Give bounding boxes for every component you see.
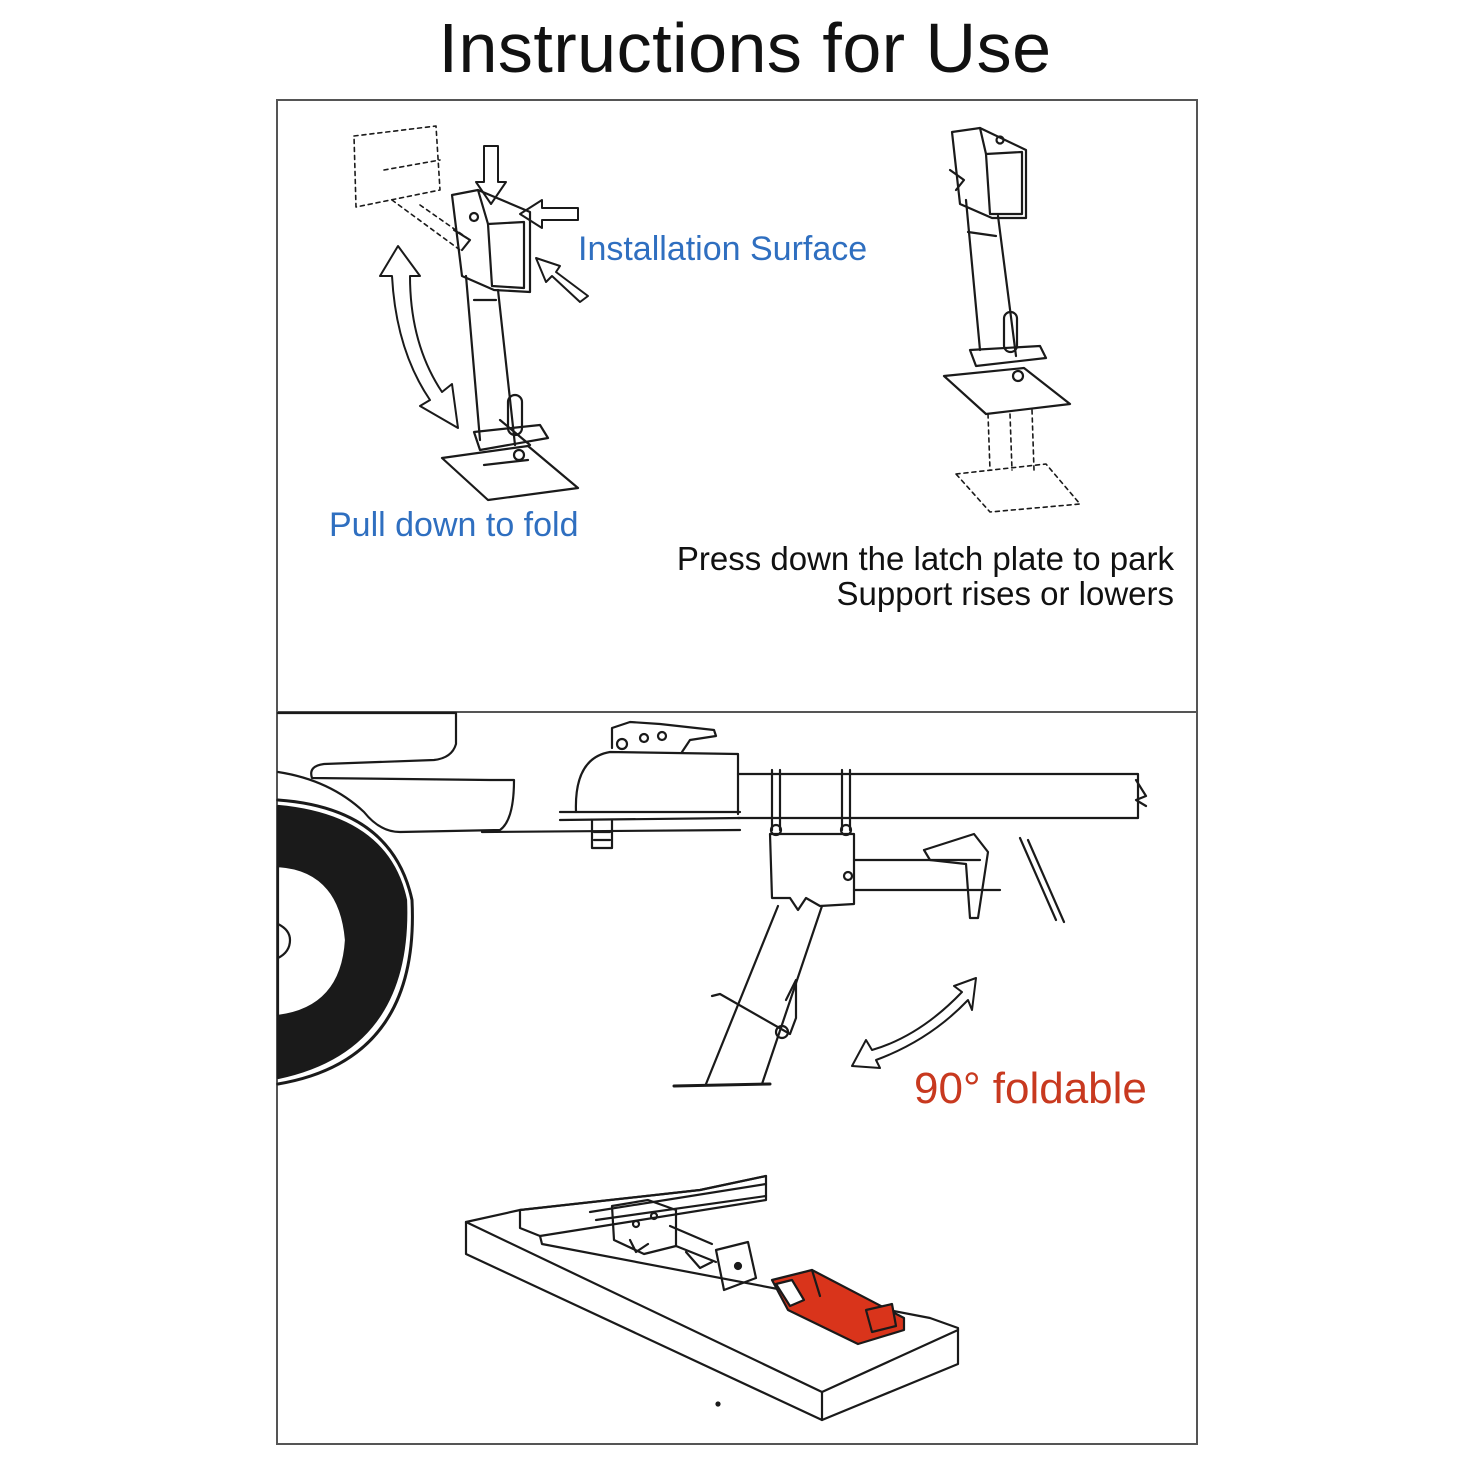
folded-frame-illustration — [464, 1174, 960, 1422]
foldable-label: 90° foldable — [914, 1064, 1147, 1113]
trailer-illustration — [276, 711, 1148, 1088]
pull-down-label: Pull down to fold — [329, 506, 579, 544]
panel-divider — [276, 711, 1198, 713]
installation-surface-label: Installation Surface — [578, 230, 868, 268]
page-title: Instructions for Use — [438, 9, 1052, 87]
press-latch-label: Press down the latch plate to park — [676, 540, 1174, 577]
stand-illustration-right — [942, 126, 1081, 513]
support-rises-label: Support rises or lowers — [836, 575, 1174, 612]
stand-illustration-left — [353, 125, 589, 502]
wheel-illustration — [276, 798, 414, 1086]
